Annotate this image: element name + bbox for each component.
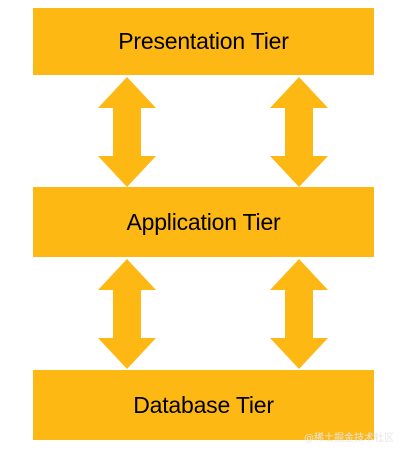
application-tier-label: Application Tier — [126, 208, 281, 235]
presentation-tier-box: Presentation Tier — [33, 8, 374, 75]
double-arrow-icon — [270, 259, 328, 369]
double-arrow-icon — [98, 77, 156, 187]
watermark: @稀土掘金技术社区 — [304, 433, 394, 444]
double-arrow-icon — [270, 77, 328, 187]
presentation-tier-label: Presentation Tier — [118, 28, 289, 54]
database-tier-box: Database Tier — [33, 370, 374, 440]
database-tier-label: Database Tier — [133, 391, 274, 418]
double-arrow-icon — [98, 259, 156, 369]
application-tier-box: Application Tier — [33, 187, 374, 257]
